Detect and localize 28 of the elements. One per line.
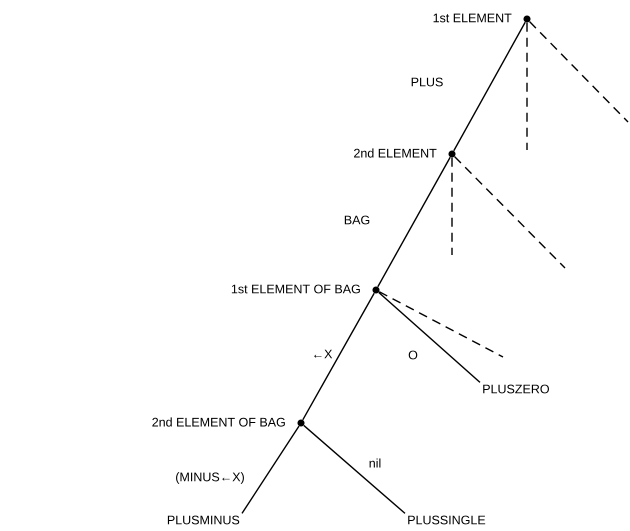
node-label: 1st ELEMENT (434, 14, 512, 22)
branch-line (453, 22, 526, 152)
branch-line (241, 426, 300, 514)
node-label: 1st ELEMENT OF BAG (232, 284, 360, 294)
branch-dot (524, 16, 530, 22)
branch-dot (298, 420, 304, 426)
branch-line (378, 292, 480, 383)
edge-label: BAG (342, 214, 372, 226)
branch-line (377, 156, 451, 288)
branch-line (454, 156, 566, 268)
node-label: 2nd ELEMENT (354, 148, 436, 158)
leaf-label: PLUSSINGLE (408, 516, 486, 524)
leaf-label: PLUSMINUS (168, 516, 240, 524)
branch-line (451, 158, 453, 255)
edge-label: ←X (310, 348, 334, 360)
branch-line (303, 424, 406, 514)
edge-label: PLUS (410, 76, 444, 88)
branch-line (378, 291, 504, 358)
leaf-label: PLUSZERO (483, 384, 549, 394)
branch-line (529, 21, 628, 122)
branch-line (302, 292, 375, 420)
branch-dot (448, 150, 456, 158)
edge-label: nil (368, 457, 382, 469)
edge-label: O (407, 350, 419, 360)
node-label: 2nd ELEMENT OF BAG (152, 417, 285, 427)
branch-line (526, 22, 528, 150)
branch-dot (372, 286, 380, 294)
edge-label: (MINUS←X) (174, 471, 246, 485)
